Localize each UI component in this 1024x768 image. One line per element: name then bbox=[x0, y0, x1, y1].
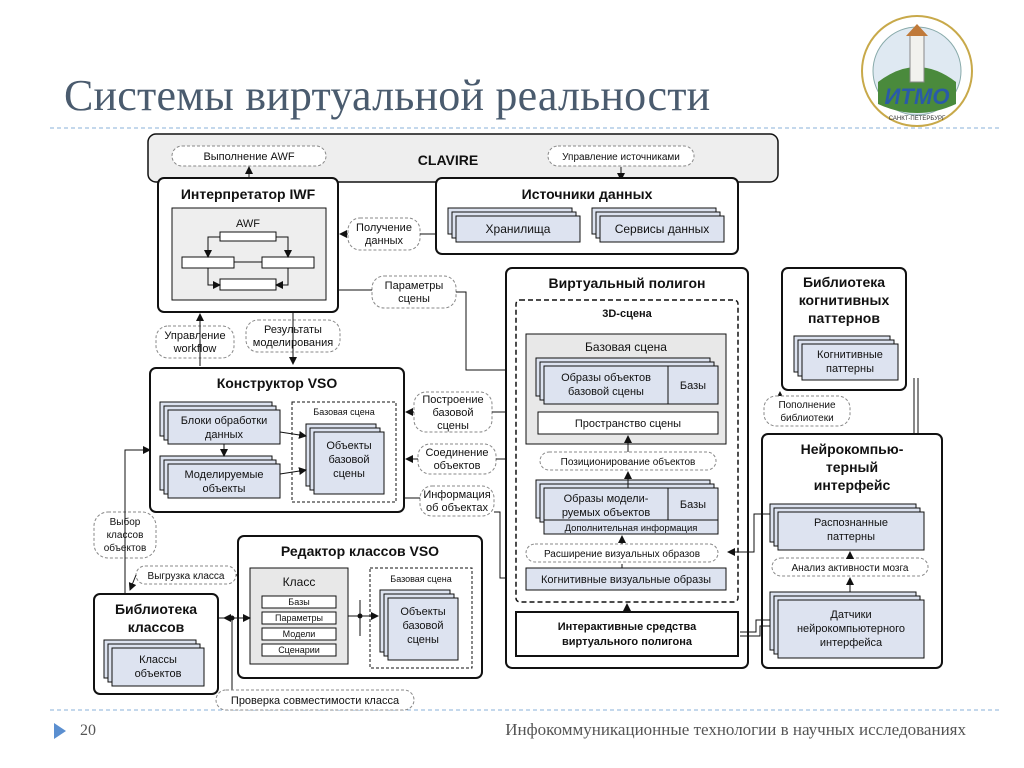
extra-info-label: Дополнительная информация bbox=[565, 523, 698, 534]
sensors-3: интерфейса bbox=[820, 637, 883, 649]
class-lib-2: классов bbox=[128, 619, 185, 635]
scene-space-label: Пространство сцены bbox=[575, 418, 681, 430]
class-field-3: Модели bbox=[283, 629, 316, 639]
base-objs-b-1: Объекты bbox=[400, 606, 445, 618]
scene-params-label-2: сцены bbox=[398, 293, 430, 305]
wf-control-label-2: workflow bbox=[173, 343, 217, 355]
model-objs-2: объекты bbox=[203, 483, 246, 495]
get-data-label-2: данных bbox=[365, 235, 404, 247]
interactive-1: Интерактивные средства bbox=[558, 621, 697, 633]
proc-blocks-2: данных bbox=[205, 429, 244, 441]
base-obj-images-1: Образы объектов bbox=[561, 372, 651, 384]
obj-info-1: Информация bbox=[423, 489, 490, 501]
nci-3: интерфейс bbox=[814, 477, 891, 493]
itmo-logo: ИТМО САНКТ-ПЕТЕРБУРГ bbox=[861, 15, 973, 127]
base-objs-2: базовой bbox=[328, 454, 369, 466]
base-objs-b-2: базовой bbox=[402, 620, 443, 632]
footer-marker-icon bbox=[54, 723, 66, 739]
nci-1: Нейрокомпью- bbox=[801, 441, 904, 457]
lib-update-2: библиотеки bbox=[780, 412, 833, 424]
proc-blocks-1: Блоки обработки bbox=[181, 415, 268, 427]
build-base-1: Построение bbox=[422, 394, 483, 406]
lib-update-1: Пополнение bbox=[778, 400, 836, 411]
base-scene-small-2: Базовая сцена bbox=[390, 574, 451, 584]
data-services-label: Сервисы данных bbox=[615, 222, 710, 236]
model-obj-images-1: Образы модели- bbox=[564, 493, 649, 505]
build-base-3: сцены bbox=[437, 420, 469, 432]
cog-patterns-2: паттерны bbox=[826, 363, 874, 375]
class-field-1: Базы bbox=[288, 597, 309, 607]
build-base-2: базовой bbox=[432, 407, 473, 419]
model-obj-images-2: руемых объектов bbox=[562, 507, 651, 519]
class-export-label: Выгрузка класса bbox=[148, 571, 225, 582]
cog-lib-1: Библиотека bbox=[803, 274, 885, 290]
awf-exec-label: Выполнение AWF bbox=[203, 151, 294, 163]
connect-objs-2: объектов bbox=[434, 460, 481, 472]
base-objs-1: Объекты bbox=[326, 440, 371, 452]
cog-visual-label: Когнитивные визуальные образы bbox=[541, 574, 711, 586]
cog-lib-2: когнитивных bbox=[799, 292, 890, 308]
scene-params-label-1: Параметры bbox=[385, 280, 444, 292]
ext-visual-label: Расширение визуальных образов bbox=[544, 548, 700, 560]
interp-title: Интерпретатор IWF bbox=[181, 186, 316, 202]
scene3d-label: 3D-сцена bbox=[602, 308, 652, 320]
footer-text: Инфокоммуникационные технологии в научны… bbox=[505, 720, 966, 739]
clavire-label: CLAVIRE bbox=[418, 152, 478, 168]
class-field-2: Параметры bbox=[275, 613, 323, 623]
base-obj-images-2: базовой сцены bbox=[568, 386, 644, 398]
data-sources-title: Источники данных bbox=[522, 186, 653, 202]
storage-label: Хранилища bbox=[486, 222, 551, 236]
klass-label: Класс bbox=[283, 575, 316, 589]
connect-objs-1: Соединение bbox=[425, 447, 488, 459]
logo-text: ИТМО bbox=[885, 84, 950, 109]
cog-lib-3: паттернов bbox=[808, 310, 880, 326]
logo-city: САНКТ-ПЕТЕРБУРГ bbox=[889, 116, 946, 122]
class-field-4: Сценарии bbox=[278, 645, 320, 655]
model-objs-1: Моделируемые bbox=[185, 469, 264, 481]
recognized-2: паттерны bbox=[827, 531, 875, 543]
base-scene-small-1: Базовая сцена bbox=[313, 407, 374, 417]
obj-info-2: об объектах bbox=[426, 502, 488, 514]
sensors-1: Датчики bbox=[830, 609, 871, 621]
recognized-1: Распознанные bbox=[814, 517, 888, 529]
class-editor-title: Редактор классов VSO bbox=[281, 543, 439, 559]
base-objs-b-3: сцены bbox=[407, 634, 439, 646]
db-label-2: Базы bbox=[680, 499, 706, 511]
obj-classes-2: объектов bbox=[135, 668, 182, 680]
brain-analysis-label: Анализ активности мозга bbox=[792, 563, 909, 574]
obj-classes-1: Классы bbox=[139, 654, 177, 666]
cog-patterns-1: Когнитивные bbox=[817, 349, 883, 361]
positioning-label: Позиционирование объектов bbox=[561, 456, 696, 468]
class-lib-1: Библиотека bbox=[115, 601, 197, 617]
base-objs-3: сцены bbox=[333, 468, 365, 480]
virt-poly-title: Виртуальный полигон bbox=[549, 275, 706, 291]
wf-control-label-1: Управление bbox=[164, 330, 225, 342]
base-scene-label: Базовая сцена bbox=[585, 340, 667, 354]
interactive-2: виртуального полигона bbox=[562, 636, 693, 648]
awf-label: AWF bbox=[236, 218, 260, 230]
nci-2: терный bbox=[826, 459, 878, 475]
page-number: 20 bbox=[80, 722, 96, 739]
slide-title: Системы виртуальной реальности bbox=[64, 71, 711, 120]
source-mgmt-label: Управление источниками bbox=[562, 152, 680, 163]
db-label-1: Базы bbox=[680, 380, 706, 392]
constructor-title: Конструктор VSO bbox=[217, 375, 338, 391]
compat-check-label: Проверка совместимости класса bbox=[231, 695, 400, 707]
sensors-2: нейрокомпьютерного bbox=[797, 623, 905, 635]
get-data-label-1: Получение bbox=[356, 222, 412, 234]
